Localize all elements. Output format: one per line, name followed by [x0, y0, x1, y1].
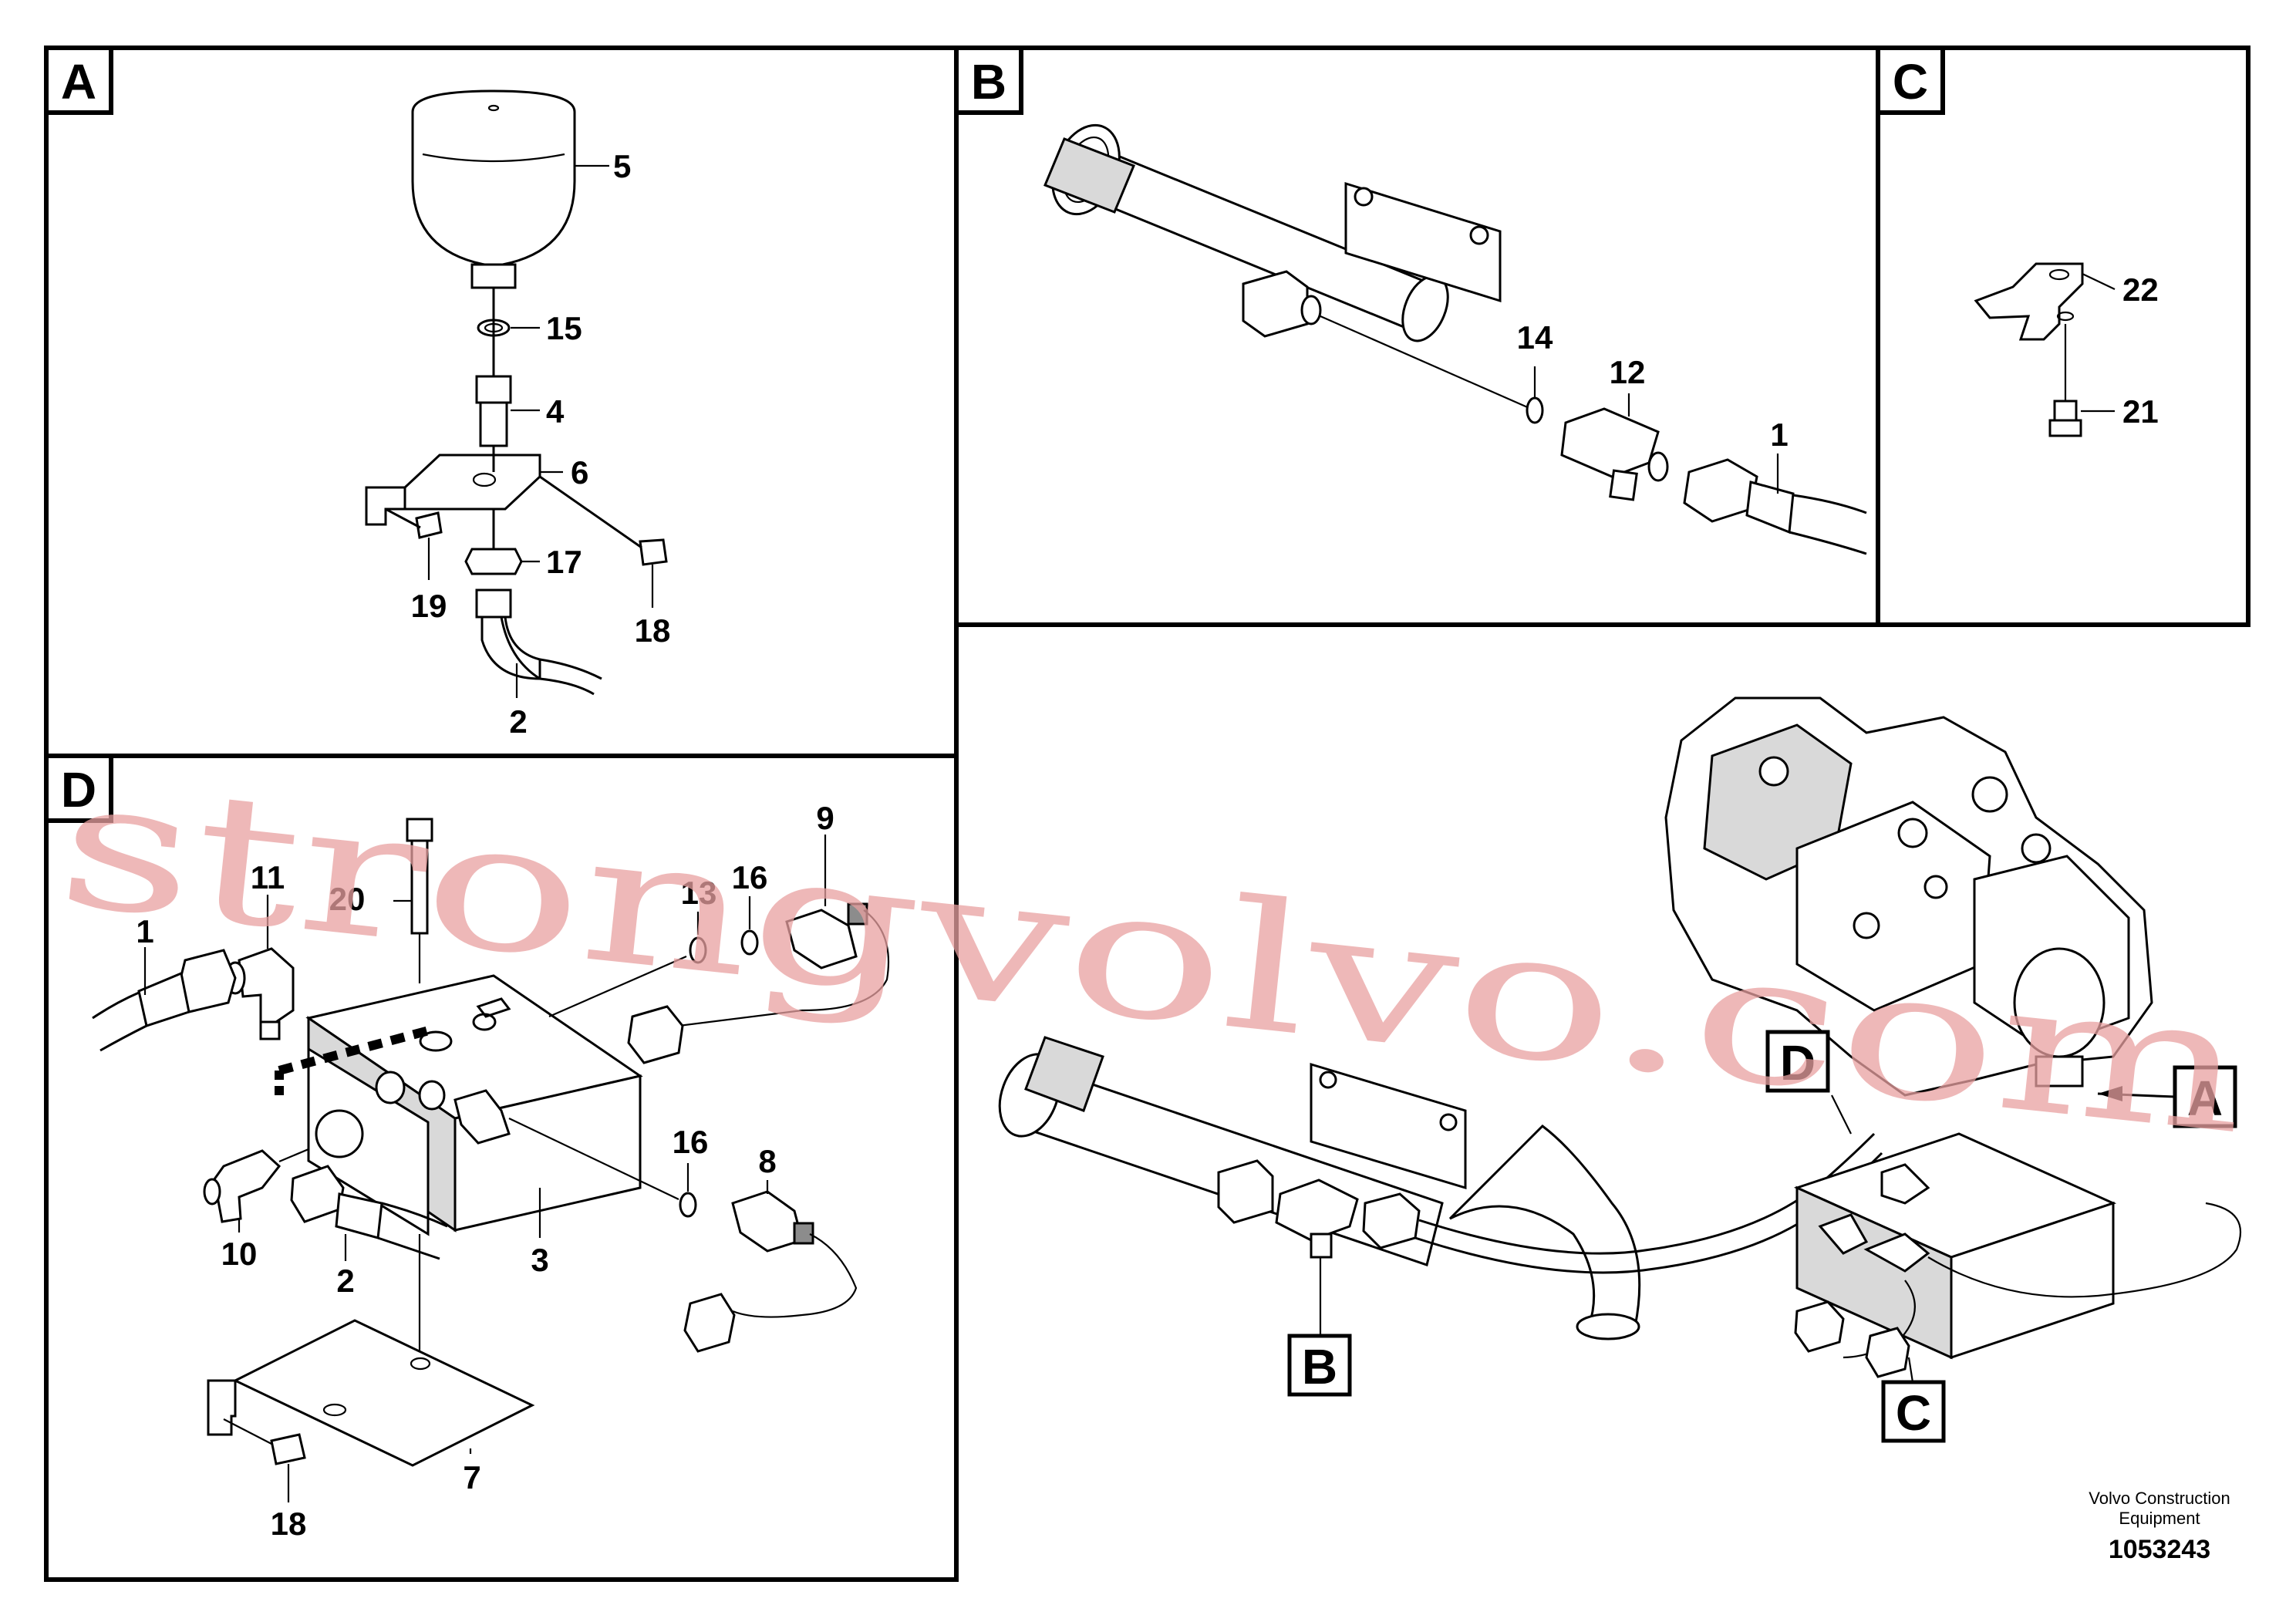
document-number: 1053243 [2109, 1535, 2210, 1564]
accumulator-part-5 [411, 89, 576, 268]
panel-a-tag: A [44, 46, 113, 115]
label-d-10: 10 [221, 1236, 258, 1272]
tee-fitting-part-12 [1560, 407, 1660, 478]
panel-c-drawing [1974, 262, 2116, 437]
panel-c-tag: C [1876, 46, 1945, 115]
label-b-12: 12 [1610, 354, 1646, 390]
tube-port-block [1242, 270, 1309, 338]
label-a-15: 15 [546, 310, 582, 346]
overview-drawing [998, 696, 2242, 1383]
label-c-21: 21 [2122, 393, 2159, 430]
o-ring-part-13 [689, 936, 707, 964]
label-b-14: 14 [1517, 319, 1553, 356]
mounting-plate [1344, 181, 1502, 303]
label-d-3: 3 [531, 1242, 548, 1278]
bolt-part-20 [406, 818, 433, 842]
label-a-19: 19 [411, 588, 447, 624]
panel-b-tag: B [954, 46, 1023, 115]
callout-c: C [1881, 1380, 1946, 1443]
panel-b-drawing [1043, 123, 1867, 555]
label-d-8: 8 [758, 1143, 776, 1179]
clip-part-22 [1974, 262, 2084, 341]
nut-part-17 [464, 548, 523, 575]
label-d-16b: 16 [673, 1124, 709, 1160]
label-d-9: 9 [816, 800, 834, 836]
svg-text:C: C [1893, 54, 1928, 110]
panel-c-frame [1876, 46, 2250, 627]
label-c-22: 22 [2122, 271, 2159, 308]
o-ring-part-16b [679, 1192, 697, 1218]
hose-fitting [475, 588, 512, 619]
svg-text:D: D [1780, 1035, 1816, 1091]
label-a-17: 17 [546, 544, 582, 580]
connector-plug-9 [627, 1005, 684, 1064]
label-a-5: 5 [613, 148, 631, 184]
svg-text:B: B [971, 54, 1006, 110]
label-d-11: 11 [251, 859, 285, 895]
svg-text:A: A [2187, 1071, 2223, 1126]
svg-text:D: D [61, 762, 96, 818]
label-a-2: 2 [509, 703, 527, 740]
label-d-2: 2 [336, 1263, 354, 1299]
label-d-7: 7 [463, 1459, 480, 1496]
label-d-1: 1 [136, 913, 153, 949]
label-d-18: 18 [271, 1506, 307, 1542]
label-a-18: 18 [635, 612, 671, 649]
svg-text:C: C [1896, 1385, 1931, 1441]
callout-d: D [1765, 1030, 1830, 1093]
pressure-sensor-part-9 [785, 909, 858, 969]
footer-company-line2: Equipment [2119, 1509, 2200, 1528]
o-ring-part-16a [740, 929, 759, 956]
callout-b: B [1287, 1334, 1352, 1397]
label-b-1: 1 [1770, 416, 1788, 453]
panel-d-tag: D [44, 754, 113, 823]
o-ring-part-14 [1526, 396, 1544, 424]
label-a-6: 6 [571, 454, 588, 491]
screw-part-18 [639, 538, 668, 566]
bolt-part-18 [270, 1433, 306, 1465]
connector-plug-8 [683, 1293, 736, 1353]
screw-part-21 [2053, 400, 2078, 422]
plate-part-7 [232, 1319, 535, 1467]
panel-a-drawing [365, 89, 668, 698]
label-d-16a: 16 [732, 859, 768, 895]
footer-company-line1: Volvo Construction [2089, 1489, 2230, 1508]
hose-nut [1683, 458, 1758, 523]
accumulator-port [470, 263, 517, 289]
callout-a: A [2173, 1065, 2237, 1128]
label-d-20: 20 [329, 881, 366, 917]
sensor-port-fitting [453, 1089, 511, 1145]
svg-text:B: B [1302, 1339, 1337, 1394]
screw-part-19 [415, 511, 443, 539]
svg-text:A: A [61, 54, 96, 110]
pressure-sensor-part-8 [731, 1190, 804, 1253]
panel-d-drawing [92, 818, 890, 1502]
bracket-part-6 [403, 454, 541, 511]
label-d-13: 13 [681, 875, 717, 911]
adapter-part-4 [475, 375, 512, 404]
label-a-4: 4 [546, 393, 565, 430]
